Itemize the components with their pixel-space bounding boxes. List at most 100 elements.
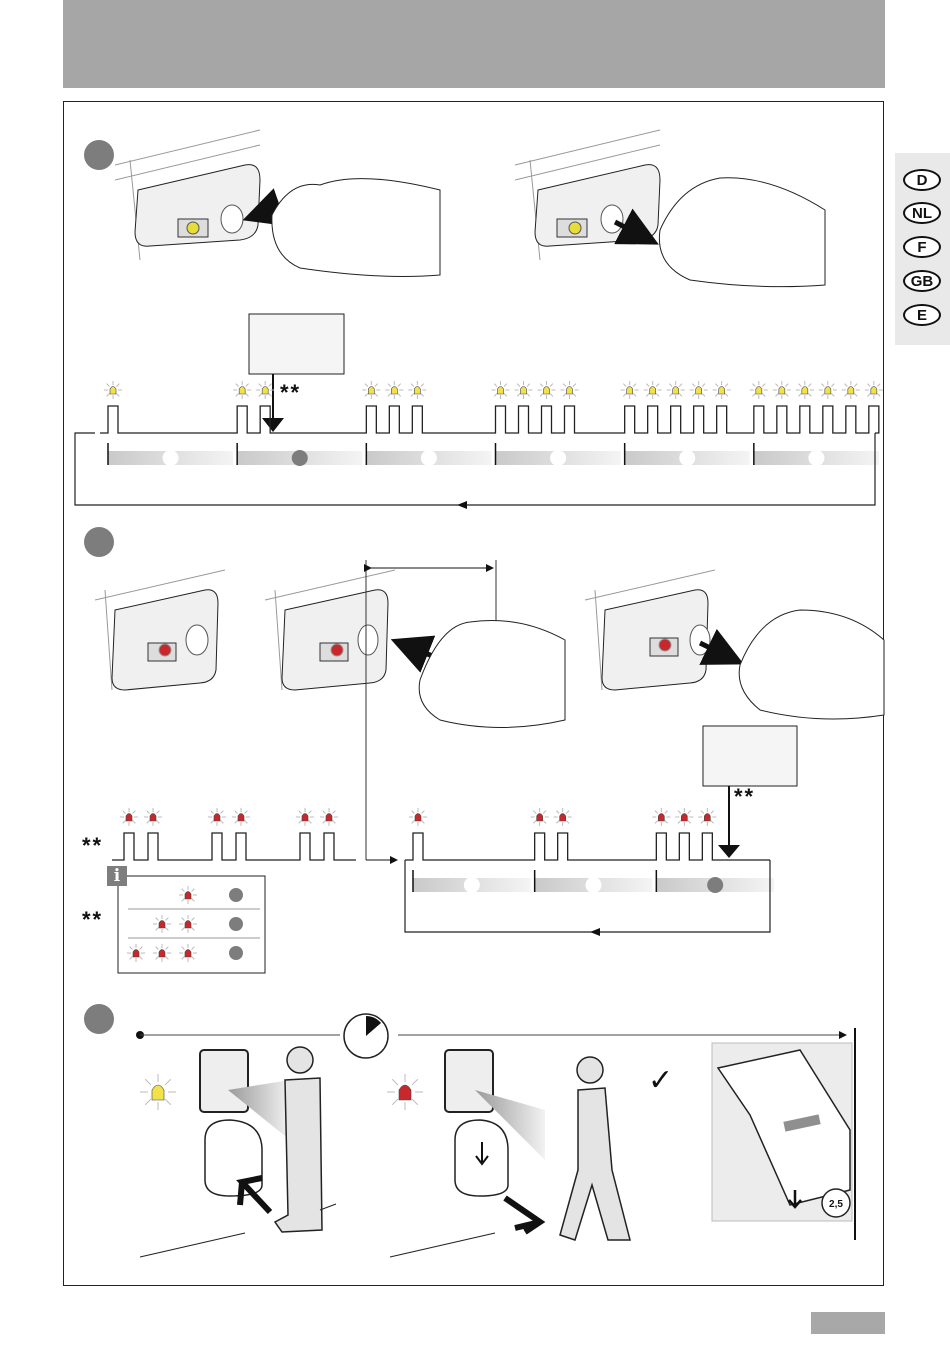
led-icon bbox=[296, 808, 314, 826]
led-icon bbox=[666, 381, 685, 399]
check-icon: ✓ bbox=[648, 1063, 673, 1098]
led-icon bbox=[408, 381, 427, 399]
led-icon bbox=[560, 381, 579, 399]
scene-leave bbox=[389, 1049, 631, 1258]
info-table bbox=[117, 875, 266, 974]
led-icon bbox=[530, 808, 549, 826]
led-icon bbox=[120, 808, 138, 826]
led-icon bbox=[818, 381, 837, 399]
selected-dot bbox=[707, 877, 724, 893]
led-icon bbox=[772, 381, 791, 399]
blink-sequence-step1 bbox=[74, 381, 883, 509]
language-badge-e[interactable]: E bbox=[903, 304, 941, 326]
language-badge-d[interactable]: D bbox=[903, 169, 941, 191]
arrow-down-icon bbox=[788, 1190, 802, 1209]
led-icon bbox=[620, 381, 639, 399]
led-icon bbox=[233, 381, 252, 399]
option-dot bbox=[808, 450, 825, 466]
led-icon bbox=[409, 808, 427, 826]
led-icon bbox=[491, 381, 510, 399]
option-dot bbox=[679, 450, 696, 466]
led-icon bbox=[689, 381, 708, 399]
led-icon bbox=[127, 944, 145, 962]
led-icon bbox=[256, 381, 275, 399]
led-icon bbox=[795, 381, 814, 399]
step-3-marker bbox=[84, 1004, 114, 1034]
led-icon bbox=[104, 381, 122, 399]
led-icon bbox=[537, 381, 556, 399]
led-icon bbox=[144, 808, 162, 826]
blink-intro-step2 bbox=[112, 808, 356, 861]
info-dot bbox=[229, 917, 243, 931]
info-icon: i bbox=[107, 866, 127, 886]
step-1-marker bbox=[84, 140, 114, 170]
urinal-icon bbox=[204, 1119, 263, 1197]
led-icon bbox=[179, 915, 197, 933]
led-icon bbox=[864, 381, 883, 399]
led-icon bbox=[514, 381, 533, 399]
scene-approach bbox=[139, 1046, 337, 1258]
led-icon bbox=[179, 886, 197, 904]
info-dot bbox=[229, 888, 243, 902]
step-2-marker bbox=[84, 527, 114, 557]
option-dot bbox=[420, 450, 437, 466]
option-dot bbox=[550, 450, 567, 466]
led-icon bbox=[208, 808, 226, 826]
option-dot bbox=[463, 877, 480, 893]
sensor-unit-icon bbox=[199, 1049, 249, 1113]
marker-step1: ** bbox=[280, 380, 302, 405]
marker-step2-intro: ** bbox=[82, 833, 104, 858]
marker-step2-info: ** bbox=[82, 907, 104, 932]
led-icon bbox=[320, 808, 338, 826]
arrow-down-icon bbox=[718, 845, 740, 858]
arrow-down-icon bbox=[262, 418, 284, 432]
hand-icon bbox=[418, 620, 566, 728]
flush-arrow-icon bbox=[475, 1142, 489, 1166]
device-illustration-press bbox=[114, 129, 261, 261]
timeline bbox=[136, 1013, 856, 1240]
led-icon bbox=[153, 944, 171, 962]
option-dot bbox=[585, 877, 602, 893]
led-icon bbox=[841, 381, 860, 399]
device-illustration-release bbox=[514, 129, 661, 261]
person-walking-icon bbox=[559, 1087, 631, 1241]
device-illustration-idle bbox=[94, 569, 226, 691]
press-arrow bbox=[242, 188, 287, 227]
language-badge-gb[interactable]: GB bbox=[903, 270, 941, 292]
marker-step2-seq: ** bbox=[734, 784, 756, 809]
release-arrow bbox=[613, 208, 659, 245]
selected-dot bbox=[291, 450, 308, 466]
info-dot bbox=[229, 946, 243, 960]
inset-release-thumbnail bbox=[248, 313, 345, 375]
led-icon bbox=[749, 381, 768, 399]
led-icon bbox=[385, 381, 404, 399]
sensor-unit-icon bbox=[444, 1049, 494, 1113]
led-icon bbox=[387, 1074, 423, 1110]
device-illustration-release-red bbox=[584, 569, 716, 691]
hand-icon bbox=[271, 178, 441, 277]
device-illustration-press-red bbox=[264, 569, 396, 691]
hex-key-icon bbox=[821, 1188, 851, 1218]
scene-close-cover bbox=[711, 1042, 853, 1222]
led-icon bbox=[362, 381, 381, 399]
led-icon bbox=[652, 808, 671, 826]
option-dot bbox=[162, 450, 179, 466]
led-icon bbox=[698, 808, 717, 826]
page-number-box bbox=[811, 1312, 885, 1334]
led-icon bbox=[675, 808, 694, 826]
language-badge-f[interactable]: F bbox=[903, 236, 941, 258]
blink-sequence-step2 bbox=[404, 808, 774, 936]
led-icon bbox=[712, 381, 731, 399]
led-icon bbox=[553, 808, 572, 826]
person-standing-icon bbox=[273, 1077, 323, 1233]
led-icon bbox=[179, 944, 197, 962]
led-icon bbox=[643, 381, 662, 399]
led-icon bbox=[140, 1074, 176, 1110]
inset-release-thumbnail-red bbox=[702, 725, 798, 787]
led-icon bbox=[153, 915, 171, 933]
language-badge-nl[interactable]: NL bbox=[903, 202, 941, 224]
tool-size-label: 2,5 bbox=[829, 1199, 843, 1210]
header-bar bbox=[63, 0, 885, 88]
hand-icon bbox=[738, 609, 885, 720]
